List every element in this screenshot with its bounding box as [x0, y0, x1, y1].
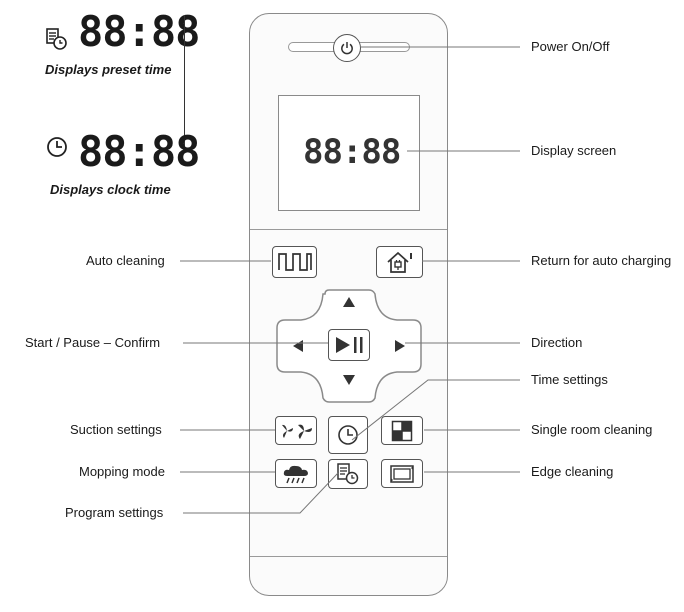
label-single-room: Single room cleaning	[531, 422, 653, 437]
clock-icon	[47, 137, 67, 157]
edge-cleaning-button[interactable]	[381, 459, 423, 488]
label-start-pause: Start / Pause – Confirm	[25, 335, 161, 350]
square-wave-icon	[277, 253, 312, 271]
program-clock-icon	[46, 28, 67, 50]
program-clock-icon	[337, 463, 359, 485]
play-pause-icon	[336, 337, 363, 353]
label-return-charging: Return for auto charging	[531, 253, 672, 268]
suction-button[interactable]	[275, 416, 317, 445]
display-digits: 88:88	[303, 132, 401, 172]
program-settings-button[interactable]	[328, 459, 368, 489]
display-screen: 88:88	[278, 95, 420, 211]
label-time-settings: Time settings	[531, 372, 608, 387]
house-plug-icon	[386, 251, 412, 273]
clock-time-caption: Displays clock time	[50, 182, 171, 197]
room-grid-icon	[391, 420, 413, 441]
cloud-rain-icon	[283, 465, 308, 483]
clock-time-digits: 88:88	[78, 127, 200, 176]
leader-program	[183, 472, 339, 514]
preset-time-digits: 88:88	[78, 7, 200, 56]
label-mopping: Mopping mode	[79, 464, 165, 479]
label-suction: Suction settings	[70, 422, 162, 437]
preset-time-caption: Displays preset time	[45, 62, 172, 77]
bracket-line	[184, 15, 185, 150]
upper-divider	[250, 229, 447, 230]
remote-control: 88:88	[249, 13, 448, 596]
clock-time-group: 88:88 Displays clock time	[40, 128, 200, 203]
return-charging-button[interactable]	[376, 246, 423, 278]
arrow-right[interactable]	[395, 340, 405, 352]
single-room-button[interactable]	[381, 416, 423, 445]
start-pause-button[interactable]	[328, 329, 370, 361]
preset-time-group: 88:88 Displays preset time	[40, 8, 200, 83]
power-button[interactable]	[333, 34, 361, 62]
label-edge: Edge cleaning	[531, 464, 614, 479]
label-display: Display screen	[531, 143, 617, 158]
mopping-mode-button[interactable]	[275, 459, 317, 488]
auto-cleaning-button[interactable]	[272, 246, 317, 278]
arrow-up[interactable]	[343, 297, 355, 307]
leader-time-settings	[351, 379, 520, 441]
label-power: Power On/Off	[531, 39, 610, 54]
label-direction: Direction	[531, 335, 583, 350]
arrow-down[interactable]	[343, 375, 355, 385]
fan-icon	[282, 424, 312, 439]
power-icon	[341, 42, 353, 55]
lower-divider	[250, 556, 447, 557]
label-program: Program settings	[65, 505, 164, 520]
label-auto-cleaning: Auto cleaning	[86, 253, 165, 268]
edge-frame-icon	[390, 464, 414, 483]
